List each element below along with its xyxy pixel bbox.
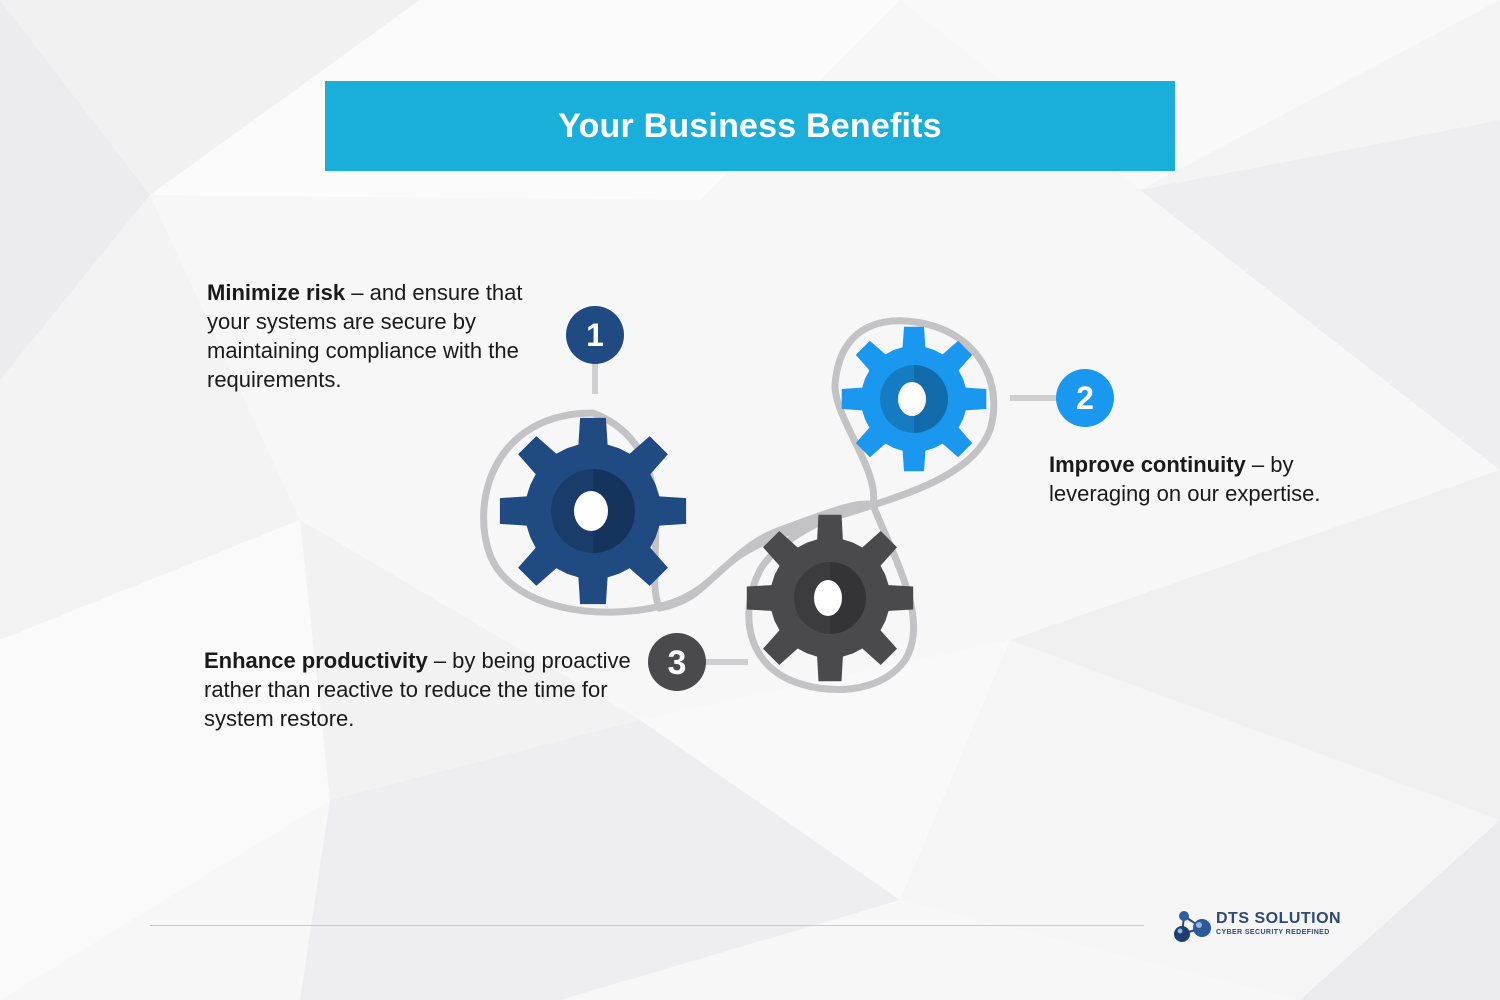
company-logo: DTS SOLUTION CYBER SECURITY REDEFINED <box>1172 906 1362 946</box>
step-1-badge <box>566 306 624 364</box>
benefit-2-heading: Improve continuity <box>1049 452 1246 477</box>
benefit-3-text: Enhance productivity – by being proactiv… <box>204 646 664 733</box>
gear-2-icon <box>841 326 987 472</box>
logo-tagline: CYBER SECURITY REDEFINED <box>1216 929 1330 936</box>
step-2-badge <box>1056 369 1114 427</box>
step-1-number: 1 <box>586 317 604 353</box>
step-2-number: 2 <box>1076 380 1094 416</box>
gear-1-icon <box>499 417 687 605</box>
benefit-1-text: Minimize risk – and ensure that your sys… <box>207 278 547 394</box>
footer-divider <box>150 925 1144 926</box>
benefit-1-body: – and ensure that your systems are secur… <box>207 280 523 392</box>
benefit-2-body: – by leveraging on our expertise. <box>1049 452 1321 506</box>
title-banner: Your Business Benefits <box>325 81 1175 171</box>
benefit-3-body: – by being proactive rather than reactiv… <box>204 648 631 731</box>
step-3-badge <box>648 633 706 691</box>
benefit-1-heading: Minimize risk <box>207 280 346 305</box>
page-title: Your Business Benefits <box>558 106 942 145</box>
benefit-2-text: Improve continuity – by leveraging on ou… <box>1049 450 1349 508</box>
belt-loop <box>480 317 998 693</box>
gear-3-icon <box>746 514 914 682</box>
logo-name: DTS SOLUTION <box>1216 910 1342 927</box>
molecule-icon <box>1174 911 1211 942</box>
benefit-3-heading: Enhance productivity <box>204 648 428 673</box>
step-3-number: 3 <box>668 644 687 682</box>
